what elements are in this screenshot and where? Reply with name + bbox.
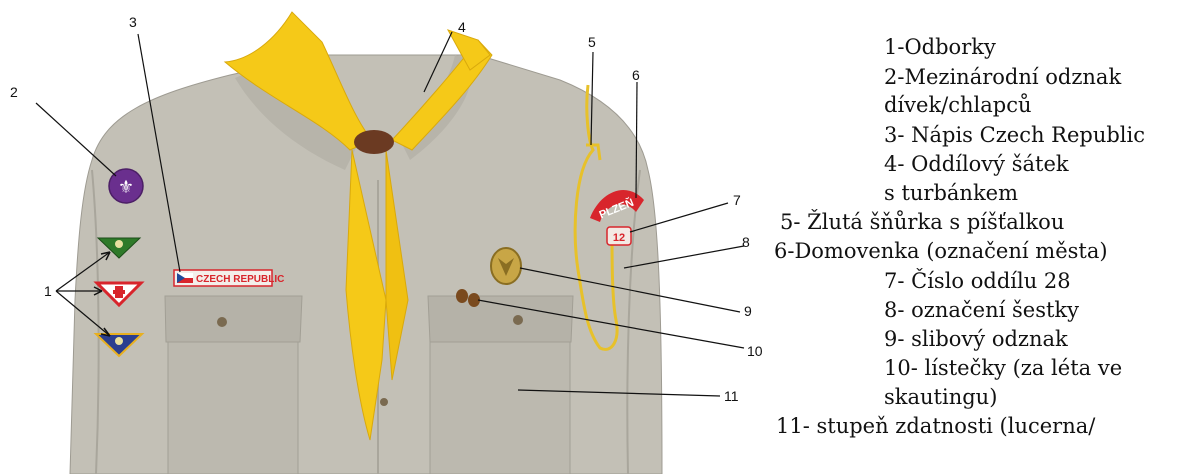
promise-badge: [491, 248, 521, 284]
callout-8: 8: [742, 234, 750, 250]
legend: 1-Odborky 2-Mezinárodní odznak dívek/chl…: [760, 0, 1191, 474]
right-pocket: [428, 296, 573, 474]
shirt-button: [380, 398, 388, 406]
callout-7: 7: [733, 192, 741, 208]
troop-number-text: 12: [613, 232, 625, 244]
callout-3: 3: [129, 14, 137, 30]
legend-item-8: 8- označení šestky: [884, 297, 1079, 323]
callout-1: 1: [44, 283, 52, 299]
woggle: [354, 130, 394, 154]
legend-item-4-cont: s turbánkem: [884, 180, 1018, 206]
legend-item-11: 11- stupeň zdatnosti (lucerna/: [776, 413, 1095, 439]
callout-11: 11: [724, 388, 739, 404]
legend-item-9: 9- slibový odznak: [884, 326, 1068, 352]
callout-5: 5: [588, 34, 596, 50]
callout-4: 4: [458, 19, 466, 35]
legend-item-10-cont: skautingu): [884, 384, 997, 410]
legend-item-7: 7- Číslo oddílu 28: [884, 268, 1071, 294]
czech-republic-text: CZECH REPUBLIC: [196, 274, 284, 285]
czech-republic-strip: CZECH REPUBLIC: [174, 270, 284, 286]
legend-item-2: 2-Mezinárodní odznak: [884, 64, 1121, 90]
legend-item-3: 3- Nápis Czech Republic: [884, 122, 1145, 148]
callout-9: 9: [744, 303, 752, 319]
legend-item-4: 4- Oddílový šátek: [884, 151, 1069, 177]
legend-item-5: 5- Žlutá šňůrka s píšťalkou: [780, 209, 1064, 235]
left-pocket: [165, 296, 302, 474]
callout-2: 2: [10, 84, 18, 100]
troop-number-badge: 12: [607, 227, 631, 245]
legend-item-6: 6-Domovenka (označení města): [774, 238, 1108, 264]
svg-text:⚜: ⚜: [118, 177, 134, 198]
callout-6: 6: [632, 67, 640, 83]
legend-item-1: 1-Odborky: [884, 34, 996, 60]
legend-item-2-cont: dívek/chlapců: [884, 92, 1032, 118]
legend-item-10: 10- lístečky (za léta ve: [884, 355, 1122, 381]
